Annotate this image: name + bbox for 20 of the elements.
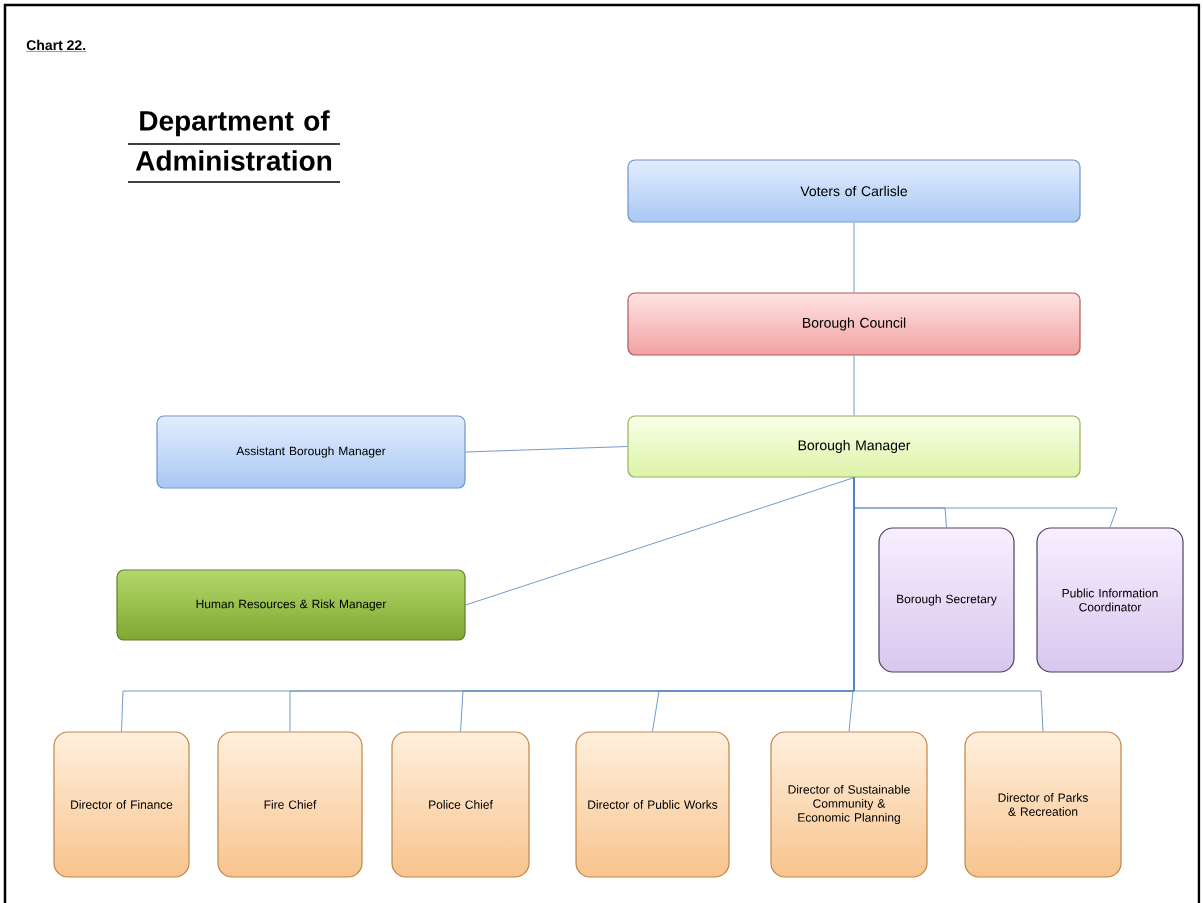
heading: Department of Administration	[127, 110, 341, 183]
org-box: Borough Council	[627, 292, 1081, 356]
connector-line	[853, 355, 855, 416]
org-box: Assistant Borough Manager	[156, 415, 466, 489]
org-box: Public Information Coordinator	[1036, 527, 1184, 673]
org-box: Voters of Carlisle	[627, 159, 1081, 223]
connector-line	[853, 222, 855, 293]
org-box: Director of Public Works	[575, 731, 730, 878]
connector-line	[465, 446, 628, 453]
org-box: Human Resources & Risk Manager	[116, 569, 466, 641]
org-box: Borough Manager	[627, 415, 1081, 478]
connector-line	[853, 477, 1044, 732]
org-box: Director of Finance	[53, 731, 190, 878]
org-box: Fire Chief	[217, 731, 363, 878]
connector-line	[465, 477, 855, 606]
org-box: Police Chief	[391, 731, 530, 878]
org-box: Borough Secretary	[878, 527, 1015, 673]
chart-number: Chart 22.	[26, 39, 87, 52]
org-box: Director of Sustainable Community & Economic Planning	[770, 731, 928, 878]
org-box: Director of Parks & Recreation	[964, 731, 1122, 878]
